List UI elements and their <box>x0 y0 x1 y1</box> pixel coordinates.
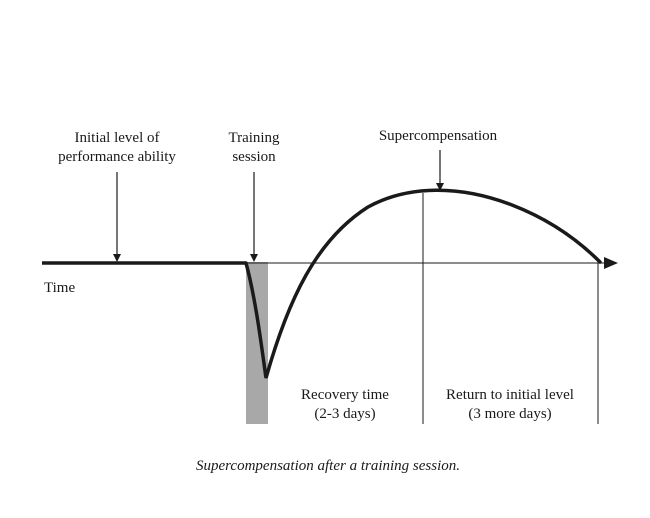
recovery-time-label-line2: (2-3 days) <box>314 406 375 422</box>
training-session-shade <box>246 262 268 424</box>
initial-level-label-line2: performance ability <box>58 149 176 165</box>
supercompensation-label: Supercompensation <box>379 128 498 144</box>
time-axis-arrowhead <box>604 257 618 269</box>
recovery-time-label-line1: Recovery time <box>301 387 389 403</box>
return-initial-label-line1: Return to initial level <box>446 387 574 403</box>
figure-caption: Supercompensation after a training sessi… <box>196 458 460 474</box>
return-initial-label-line2: (3 more days) <box>468 406 551 422</box>
performance-curve <box>244 188 602 379</box>
initial-level-label-line1: Initial level of <box>75 130 160 146</box>
training-session-label-line1: Training <box>228 130 280 146</box>
training-session-label-line2: session <box>232 149 276 165</box>
time-label: Time <box>44 280 75 296</box>
